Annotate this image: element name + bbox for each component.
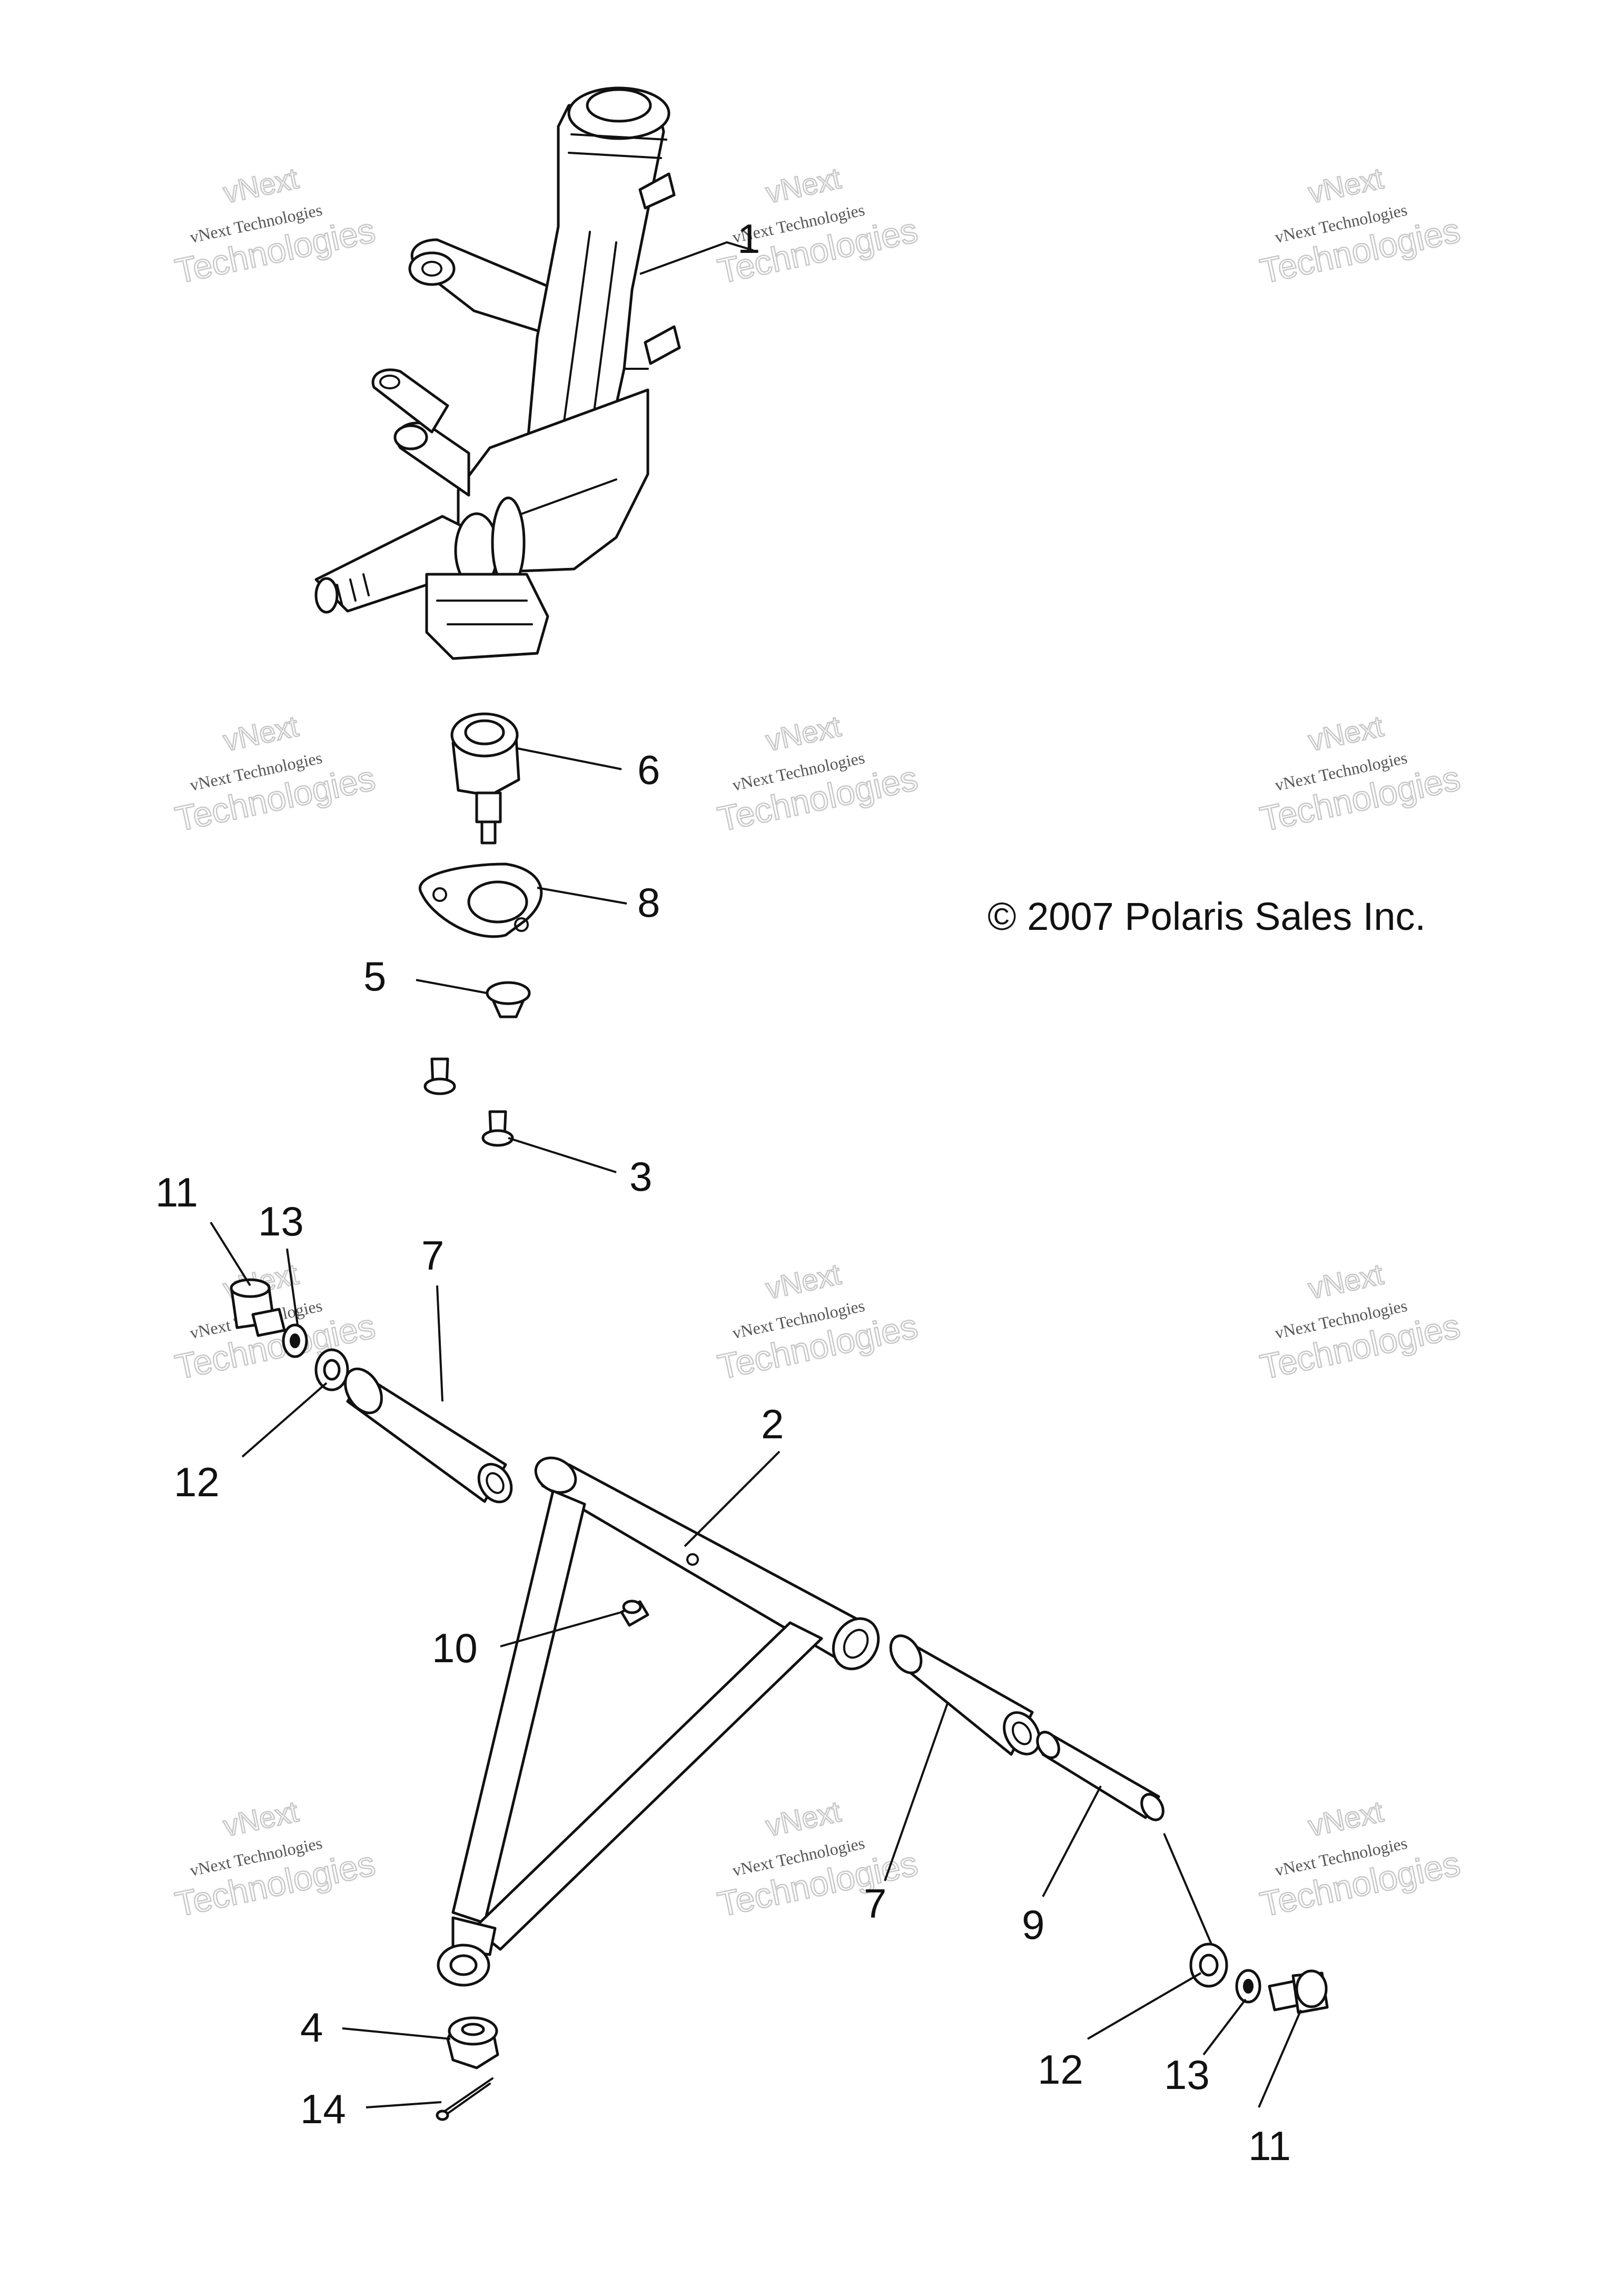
retainer-plate [419, 862, 543, 938]
callout-11-left: 11 [155, 1169, 198, 1215]
callout-12-left: 12 [174, 1459, 220, 1505]
bushing-sleeve [344, 1367, 513, 1504]
watermark-tile: vNext vNext Technologies Technologies [171, 709, 379, 839]
leader-7a [436, 1285, 443, 1402]
leader-4 [342, 2027, 451, 2040]
lock-washer [1235, 1969, 1261, 2004]
leader-13a [286, 1248, 299, 1326]
bushing-sleeve [889, 1634, 1041, 1756]
watermark-text-top: vNext [1305, 1794, 1386, 1842]
flange-bolt [230, 1278, 286, 1337]
watermark-text-top: vNext [1305, 161, 1386, 209]
watermark-text-top: vNext [220, 1794, 301, 1842]
spindle-knuckle [314, 86, 681, 660]
watermark-tile: vNext vNext Technologies Technologies [1256, 1257, 1464, 1387]
grease-fitting [620, 1600, 649, 1627]
watermark-text-top: vNext [763, 1257, 844, 1305]
watermark-tile: vNext vNext Technologies Technologies [1256, 709, 1464, 839]
watermark-text-top: vNext [763, 161, 844, 209]
copyright-notice: © 2007 Polaris Sales Inc. [988, 895, 1426, 938]
watermark-text-top: vNext [1305, 709, 1386, 757]
castle-nut [446, 2016, 499, 2069]
leader-6 [516, 747, 622, 770]
leader-12a [241, 1382, 328, 1458]
callout-4: 4 [300, 2004, 323, 2050]
flat-washer [1189, 1942, 1228, 1988]
leader-7b [884, 1701, 949, 1881]
leader-11a [210, 1221, 251, 1287]
callout-6: 6 [637, 747, 660, 793]
callout-9: 9 [1022, 1901, 1044, 1948]
callout-3: 3 [629, 1153, 652, 1200]
flange-bolt [1268, 1969, 1329, 2014]
watermark-tile: vNext vNext Technologies Technologies [171, 1794, 379, 1925]
leader-9 [1042, 1785, 1102, 1897]
cotter-pin [436, 2077, 494, 2121]
lock-washer [282, 1323, 308, 1358]
callout-labels: 1 6 8 5 3 11 13 7 2 12 10 7 9 4 12 13 14… [155, 215, 1291, 2169]
watermark-tile: vNext vNext Technologies Technologies [1256, 161, 1464, 291]
leader-13b [1202, 1998, 1247, 2056]
leader-12b [1087, 1972, 1202, 2040]
flat-washer [314, 1348, 349, 1391]
leader-10 [500, 1611, 622, 1647]
callout-7-lower: 7 [864, 1880, 886, 1927]
callout-13-left: 13 [258, 1198, 304, 1244]
callout-5: 5 [363, 953, 386, 999]
watermark-group: vNext vNext Technologies Technologies vN… [171, 161, 1464, 1925]
leader-3 [508, 1137, 617, 1173]
callout-1: 1 [737, 215, 760, 262]
leader-lines [210, 241, 1302, 2108]
watermark-text-top: vNext [1305, 1257, 1386, 1305]
leader-8 [537, 887, 627, 905]
watermark-text-top: vNext [763, 1794, 844, 1842]
callout-12-right: 12 [1038, 2046, 1083, 2093]
watermark-text-top: vNext [763, 709, 844, 757]
callout-10: 10 [432, 1625, 478, 1671]
watermark-tile: vNext vNext Technologies Technologies [714, 1257, 922, 1387]
watermark-tile: vNext vNext Technologies Technologies [714, 1794, 922, 1925]
callout-14: 14 [300, 2086, 346, 2132]
bolt-pair [423, 1057, 514, 1147]
callout-11-right: 11 [1248, 2123, 1291, 2169]
watermark-tile: vNext vNext Technologies Technologies [714, 709, 922, 839]
leader-9b [1163, 1833, 1212, 1945]
leader-14 [366, 2101, 442, 2108]
callout-7-upper: 7 [421, 1232, 444, 1279]
leader-1 [639, 241, 754, 275]
spacer-tube [1036, 1731, 1165, 1821]
a-arm [437, 1456, 880, 1987]
seal [486, 981, 531, 1018]
leader-2 [684, 1450, 781, 1547]
watermark-text-top: vNext [220, 161, 301, 209]
watermark-text-top: vNext [220, 709, 301, 757]
ball-joint [450, 712, 520, 845]
leader-5 [416, 979, 488, 994]
callout-13-right: 13 [1164, 2052, 1210, 2098]
callout-2: 2 [761, 1401, 784, 1447]
leader-11b [1258, 2009, 1302, 2108]
watermark-tile: vNext vNext Technologies Technologies [714, 161, 922, 291]
callout-8: 8 [637, 879, 660, 926]
watermark-tile: vNext vNext Technologies Technologies [1256, 1794, 1464, 1925]
watermark-tile: vNext vNext Technologies Technologies [171, 161, 379, 291]
